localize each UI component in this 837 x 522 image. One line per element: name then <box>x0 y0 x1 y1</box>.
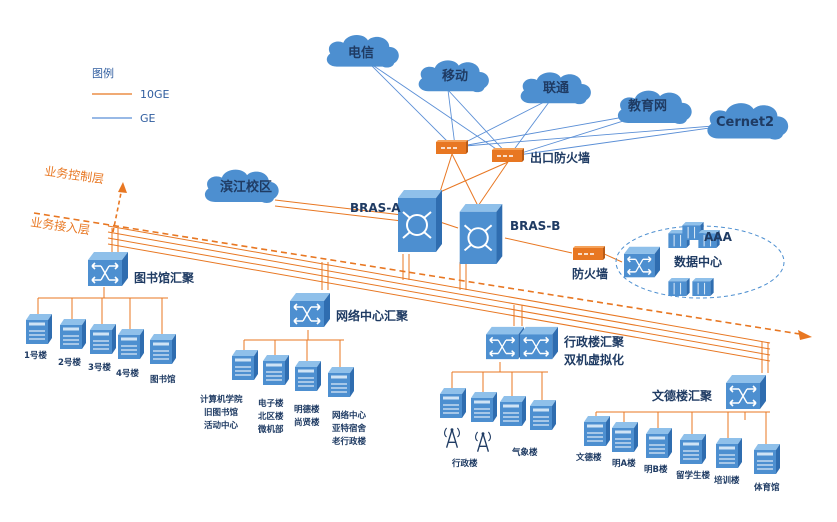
access-label-wd-1: 文德楼 <box>576 452 602 463</box>
access-switch-nc-2 <box>263 355 289 385</box>
dc-server-b <box>692 278 714 296</box>
access-switch-nc-4 <box>328 367 354 397</box>
cloud-telecom: 电信 <box>326 35 399 68</box>
cloud-mobile-label: 移动 <box>442 68 468 84</box>
dc-firewall-label: 防火墙 <box>572 266 608 281</box>
access-label-wd-3: 明B楼 <box>644 464 668 475</box>
access-label-nc-3-a: 明德楼 <box>294 404 320 415</box>
backbone-lines <box>107 225 771 373</box>
legend-title: 图例 <box>92 66 114 80</box>
access-label-lib-3: 3号楼 <box>88 362 111 373</box>
access-label-lib-1: 1号楼 <box>24 350 47 361</box>
access-label-nc-4-c: 老行政楼 <box>331 436 367 447</box>
access-label-nc-2-c: 微机部 <box>257 424 284 435</box>
access-switch-nc-1 <box>232 350 258 380</box>
access-label-wd-2: 明A楼 <box>612 458 636 469</box>
access-label-nc-1-b: 旧图书馆 <box>204 407 239 418</box>
access-label-lib-5: 图书馆 <box>150 374 176 385</box>
access-switch-lib-2 <box>60 319 86 349</box>
cloud-unicom: 联通 <box>520 72 591 105</box>
access-label-nc-4-a: 网络中心 <box>332 410 367 421</box>
cloud-edu-label: 教育网 <box>627 98 667 114</box>
control-layer-label: 业务控制层 <box>44 163 106 186</box>
access-switch-wd-2 <box>612 422 638 452</box>
access-switch-wd-6 <box>754 444 780 474</box>
access-label-wd-5: 培训楼 <box>714 475 740 486</box>
cloud-edu: 教育网 <box>617 90 692 124</box>
access-switch-lib-1 <box>26 314 52 344</box>
cloud-cernet: Cernet2 <box>707 103 789 140</box>
access-label-nc-2-a: 电子楼 <box>258 398 284 409</box>
access-label-nc-3-b: 尚贤楼 <box>294 417 320 428</box>
access-switch-wd-1 <box>584 416 610 446</box>
library-aggregation-label: 图书馆汇聚 <box>134 270 195 285</box>
access-switch-admin-1 <box>440 388 466 418</box>
access-switch-wd-5 <box>716 438 742 468</box>
access-label-admin-1: 行政楼 <box>451 458 478 469</box>
access-switch-nc-3 <box>295 361 321 391</box>
access-switch-admin-4 <box>530 400 556 430</box>
access-label-wd-6: 体育馆 <box>754 482 780 493</box>
cloud-campus-label: 滨江校区 <box>220 179 272 195</box>
wireless-antenna-1 <box>443 427 461 448</box>
access-switch-lib-5 <box>150 334 176 364</box>
access-switch-admin-3 <box>500 396 526 426</box>
access-label-wd-4: 留学生楼 <box>676 470 711 481</box>
access-label-nc-4-b: 亚特宿舍 <box>332 423 367 434</box>
access-layer-label: 业务接入层 <box>30 214 92 237</box>
access-label-lib-4: 4号楼 <box>116 368 139 379</box>
legend-orange-label: 10GE <box>140 88 170 101</box>
cloud-campus: 滨江校区 <box>204 169 279 203</box>
access-tree-lines <box>37 287 770 446</box>
wende-aggregation-switch <box>726 374 766 410</box>
dc-firewall <box>572 246 606 260</box>
core-links <box>274 153 623 263</box>
exit-firewall-a <box>436 140 468 154</box>
access-switch-wd-4 <box>680 434 706 464</box>
cloud-telecom-label: 电信 <box>348 45 374 61</box>
legend: 图例 10GE GE <box>92 66 170 125</box>
admin-aggregation-switch-a <box>486 325 524 361</box>
access-label-nc-1-a: 计算机学院 <box>200 394 243 405</box>
aaa-label: AAA <box>704 230 733 244</box>
access-label-admin-3: 气象楼 <box>511 447 538 458</box>
bras-b-label: BRAS-B <box>510 219 560 233</box>
admin-aggregation-switch-b <box>520 325 558 361</box>
library-aggregation-switch <box>88 252 128 286</box>
bras-a-label: BRAS-A <box>350 201 401 215</box>
legend-blue-label: GE <box>140 112 156 125</box>
access-label-lib-2: 2号楼 <box>58 357 81 368</box>
isp-links <box>367 61 739 156</box>
access-switch-wd-3 <box>646 428 672 458</box>
cloud-mobile: 移动 <box>418 60 489 93</box>
exit-firewall-label: 出口防火墙 <box>530 150 590 165</box>
datacenter-boundary <box>615 225 785 299</box>
access-switch-admin-2 <box>471 392 497 422</box>
access-switch-lib-4 <box>118 329 144 359</box>
wireless-antenna-2 <box>474 431 492 452</box>
admin-aggregation-label-1: 行政楼汇聚 <box>563 334 625 349</box>
admin-aggregation-label-2: 双机虚拟化 <box>564 352 624 367</box>
cloud-cernet-label: Cernet2 <box>716 115 774 130</box>
netcenter-aggregation-switch <box>290 292 330 328</box>
access-label-nc-1-c: 活动中心 <box>204 420 239 431</box>
cloud-unicom-label: 联通 <box>543 80 569 96</box>
bras-b-router <box>458 204 504 264</box>
netcenter-aggregation-label: 网络中心汇聚 <box>336 308 409 323</box>
dc-server-a <box>668 278 690 296</box>
bras-a-router <box>398 190 442 252</box>
dc-switch <box>624 246 660 278</box>
wende-aggregation-label: 文德楼汇聚 <box>652 388 713 403</box>
access-label-nc-2-b: 北区楼 <box>258 411 284 422</box>
datacenter-label: 数据中心 <box>674 254 722 269</box>
exit-firewall-b <box>492 148 524 162</box>
access-switch-lib-3 <box>90 324 116 354</box>
